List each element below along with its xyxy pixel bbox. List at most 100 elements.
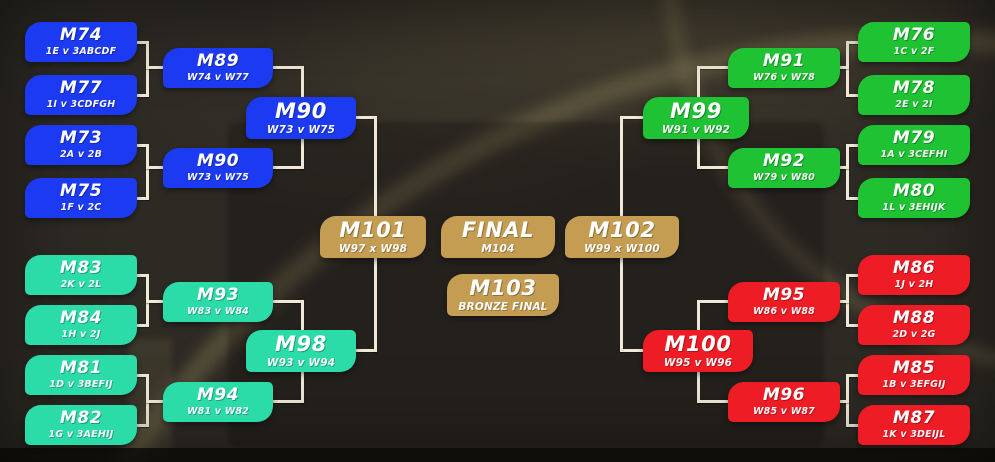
match-title: M73 — [59, 128, 103, 149]
connector-line — [846, 144, 849, 200]
connector-line — [838, 400, 849, 403]
connector-line — [301, 370, 304, 403]
match-title: M79 — [892, 128, 936, 149]
match-title: M91 — [762, 51, 806, 72]
match-subtitle: W73 v W75 — [186, 172, 249, 184]
match-subtitle: 1G v 3AEHIJ — [48, 429, 114, 441]
match-title: M90 — [196, 151, 240, 172]
match-title: M86 — [892, 258, 936, 279]
match-title: M78 — [892, 78, 936, 99]
match-title: M93 — [196, 285, 240, 306]
connector-line — [846, 41, 849, 97]
connector-line — [697, 300, 728, 303]
match-title: M80 — [892, 181, 936, 202]
connector-line — [146, 144, 149, 200]
match-subtitle: 2K v 2L — [60, 279, 102, 291]
connector-line — [838, 66, 849, 69]
connector-line — [146, 166, 164, 169]
connector-line — [146, 300, 164, 303]
match-title: M77 — [59, 78, 103, 99]
connector-line — [137, 144, 149, 147]
match-title: M81 — [59, 358, 103, 379]
match-title: M84 — [59, 308, 103, 329]
connector-line — [697, 66, 700, 99]
match-subtitle: W74 v W77 — [186, 72, 249, 84]
match-subtitle: 1A v 3CEFHI — [880, 149, 948, 161]
match-subtitle: 1F v 2C — [60, 202, 102, 214]
match-subtitle: W91 v W92 — [661, 123, 731, 136]
connector-line — [846, 197, 858, 200]
match-subtitle: W83 v W84 — [186, 306, 249, 318]
match-title: M94 — [196, 385, 240, 406]
match-subtitle: W97 x W98 — [338, 242, 408, 255]
match-subtitle: 1E v 3ABCDF — [45, 46, 117, 58]
match-title: M76 — [892, 25, 936, 46]
match-subtitle: W79 v W80 — [752, 172, 815, 184]
match-title: M87 — [892, 408, 936, 429]
match-subtitle: W81 v W82 — [186, 406, 249, 418]
connector-line — [697, 66, 728, 69]
match-subtitle: W73 v W75 — [266, 123, 336, 136]
match-subtitle: 2A v 2B — [59, 149, 103, 161]
match-subtitle: 2E v 2I — [895, 99, 933, 111]
connector-line — [137, 94, 149, 97]
match-title: M102 — [588, 217, 656, 242]
match-subtitle: 1C v 2F — [893, 46, 935, 58]
connector-line — [697, 300, 700, 332]
connector-line — [273, 300, 304, 303]
connector-line — [846, 144, 858, 147]
connector-line — [697, 136, 700, 169]
connector-line — [137, 274, 149, 277]
connector-line — [301, 66, 304, 99]
connector-line — [356, 349, 376, 352]
connector-line — [697, 400, 728, 403]
connector-line — [838, 166, 849, 169]
connector-line — [846, 424, 858, 427]
match-title: M103 — [469, 275, 537, 300]
match-title: M101 — [339, 217, 407, 242]
match-subtitle: 2D v 2G — [892, 329, 936, 341]
connector-line — [620, 116, 623, 218]
connector-line — [273, 66, 304, 69]
match-subtitle: M104 — [481, 242, 515, 255]
match-title: FINAL — [461, 217, 535, 242]
match-title: M83 — [59, 258, 103, 279]
match-subtitle: W86 v W88 — [752, 306, 815, 318]
connector-line — [620, 256, 623, 352]
connector-line — [301, 136, 304, 169]
match-title: M95 — [762, 285, 806, 306]
match-subtitle: W95 v W96 — [663, 356, 733, 369]
connector-line — [846, 324, 858, 327]
match-subtitle: 1H v 2J — [61, 329, 101, 341]
connector-line — [846, 374, 858, 377]
connector-line — [838, 300, 849, 303]
match-subtitle: 1D v 3BEFIJ — [49, 379, 113, 391]
match-title: M89 — [196, 51, 240, 72]
match-title: M96 — [762, 385, 806, 406]
connector-line — [301, 300, 304, 332]
match-title: M100 — [664, 331, 732, 356]
connector-line — [846, 274, 858, 277]
connector-line — [356, 116, 376, 119]
match-subtitle: W93 v W94 — [266, 356, 336, 369]
connector-line — [697, 370, 700, 403]
connector-line — [846, 94, 858, 97]
